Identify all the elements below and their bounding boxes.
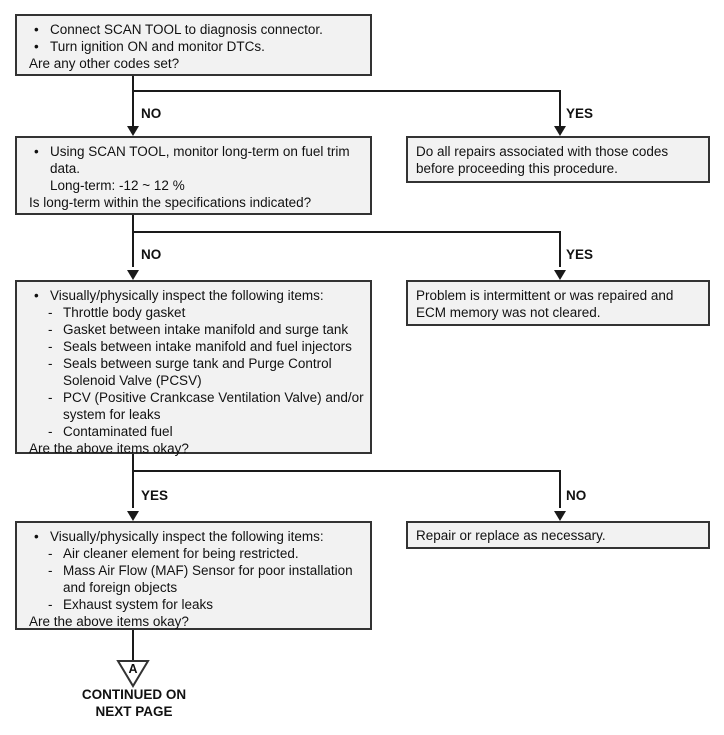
arrow-down-icon <box>127 511 139 521</box>
right2-text: Problem is intermittent or was repaired … <box>416 288 674 320</box>
action-repair-replace-box: Repair or replace as necessary. <box>406 521 710 549</box>
bullet-line: • Visually/physically inspect the follow… <box>17 287 370 304</box>
arrow-down-icon <box>554 126 566 136</box>
step3-item-1: Throttle body gasket <box>63 305 186 320</box>
action-repair-codes-box: Do all repairs associated with those cod… <box>406 136 710 183</box>
dash-line: - Mass Air Flow (MAF) Sensor for poor in… <box>17 562 370 596</box>
connector-line <box>132 470 561 472</box>
arrow-down-icon <box>554 511 566 521</box>
step3-item-3: Seals between intake manifold and fuel i… <box>63 339 352 354</box>
dash-line: - Throttle body gasket <box>17 304 370 321</box>
step2-bullet: Using SCAN TOOL, monitor long-term on fu… <box>50 144 350 176</box>
step2-spec: Long-term: -12 ~ 12 % <box>50 178 185 193</box>
branch1-yes-label: YES <box>566 106 594 121</box>
dash-line: - Seals between intake manifold and fuel… <box>17 338 370 355</box>
dash-icon: - <box>48 424 53 439</box>
dash-icon: - <box>48 546 53 561</box>
step3-item-2: Gasket between intake manifold and surge… <box>63 322 349 337</box>
bullet-icon: • <box>34 22 39 37</box>
dash-line: - PCV (Positive Crankcase Ventilation Va… <box>17 389 370 423</box>
bullet-icon: • <box>34 529 39 544</box>
dash-line: - Contaminated fuel <box>17 423 370 440</box>
step-monitor-fuel-trim-box: • Using SCAN TOOL, monitor long-term on … <box>15 136 372 215</box>
branch3-yes-label: YES <box>141 488 169 503</box>
connector-line <box>559 470 561 508</box>
step3-question: Are the above items okay? <box>29 441 189 456</box>
branch3-no-label: NO <box>566 488 587 503</box>
off-page-connector: A <box>116 659 150 689</box>
step4-question: Are the above items okay? <box>29 614 189 629</box>
result-intermittent-box: Problem is intermittent or was repaired … <box>406 280 710 326</box>
connector-line <box>559 90 561 126</box>
bullet-line: • Turn ignition ON and monitor DTCs. <box>17 38 370 55</box>
dash-icon: - <box>48 305 53 320</box>
dash-icon: - <box>48 339 53 354</box>
connector-line <box>132 630 134 660</box>
branch2-yes-label: YES <box>566 247 594 262</box>
step4-item-2: Mass Air Flow (MAF) Sensor for poor inst… <box>63 563 353 595</box>
bullet-icon: • <box>34 144 39 159</box>
dash-icon: - <box>48 597 53 612</box>
continued-note-line1: CONTINUED ON <box>81 687 187 702</box>
off-page-triangle-icon <box>116 660 150 688</box>
bullet-icon: • <box>34 39 39 54</box>
bullet-line: • Connect SCAN TOOL to diagnosis connect… <box>17 21 370 38</box>
step1-bullet-2: Turn ignition ON and monitor DTCs. <box>50 39 265 54</box>
right1-text: Do all repairs associated with those cod… <box>416 144 669 176</box>
dash-icon: - <box>48 322 53 337</box>
dash-icon: - <box>48 356 53 371</box>
step1-bullet-1: Connect SCAN TOOL to diagnosis connector… <box>50 22 323 37</box>
step4-bullet: Visually/physically inspect the followin… <box>50 529 324 544</box>
dash-line: - Air cleaner element for being restrict… <box>17 545 370 562</box>
step-inspect-air-system-box: • Visually/physically inspect the follow… <box>15 521 372 630</box>
continued-note-line2: NEXT PAGE <box>95 703 173 719</box>
branch2-no-label: NO <box>141 247 162 262</box>
step2-question: Is long-term within the specifications i… <box>29 195 312 210</box>
connector-line <box>132 90 561 92</box>
connector-letter: A <box>128 662 138 676</box>
connector-line <box>132 231 561 233</box>
branch1-no-label: NO <box>141 106 162 121</box>
continued-note: CONTINUED ON NEXT PAGE <box>58 687 210 720</box>
right3-text: Repair or replace as necessary. <box>416 528 606 543</box>
bullet-line: • Visually/physically inspect the follow… <box>17 528 370 545</box>
step-check-dtc-box: • Connect SCAN TOOL to diagnosis connect… <box>15 14 372 76</box>
connector-line <box>132 76 134 126</box>
dash-icon: - <box>48 390 53 405</box>
step3-item-5: PCV (Positive Crankcase Ventilation Valv… <box>63 390 364 422</box>
connector-line <box>132 215 134 267</box>
step-inspect-intake-items-box: • Visually/physically inspect the follow… <box>15 280 372 456</box>
dash-line: - Seals between surge tank and Purge Con… <box>17 355 370 389</box>
arrow-down-icon <box>127 126 139 136</box>
arrow-down-icon <box>127 270 139 280</box>
dash-line: - Exhaust system for leaks <box>17 596 370 613</box>
step4-item-3: Exhaust system for leaks <box>63 597 214 612</box>
step3-item-6: Contaminated fuel <box>63 424 173 439</box>
step4-item-1: Air cleaner element for being restricted… <box>63 546 299 561</box>
dash-line: - Gasket between intake manifold and sur… <box>17 321 370 338</box>
bullet-icon: • <box>34 288 39 303</box>
dash-icon: - <box>48 563 53 578</box>
arrow-down-icon <box>554 270 566 280</box>
step3-item-4: Seals between surge tank and Purge Contr… <box>63 356 332 388</box>
step3-bullet: Visually/physically inspect the followin… <box>50 288 324 303</box>
connector-line <box>132 454 134 508</box>
connector-line <box>559 231 561 267</box>
bullet-line: • Using SCAN TOOL, monitor long-term on … <box>17 143 370 177</box>
step1-question: Are any other codes set? <box>29 56 180 71</box>
